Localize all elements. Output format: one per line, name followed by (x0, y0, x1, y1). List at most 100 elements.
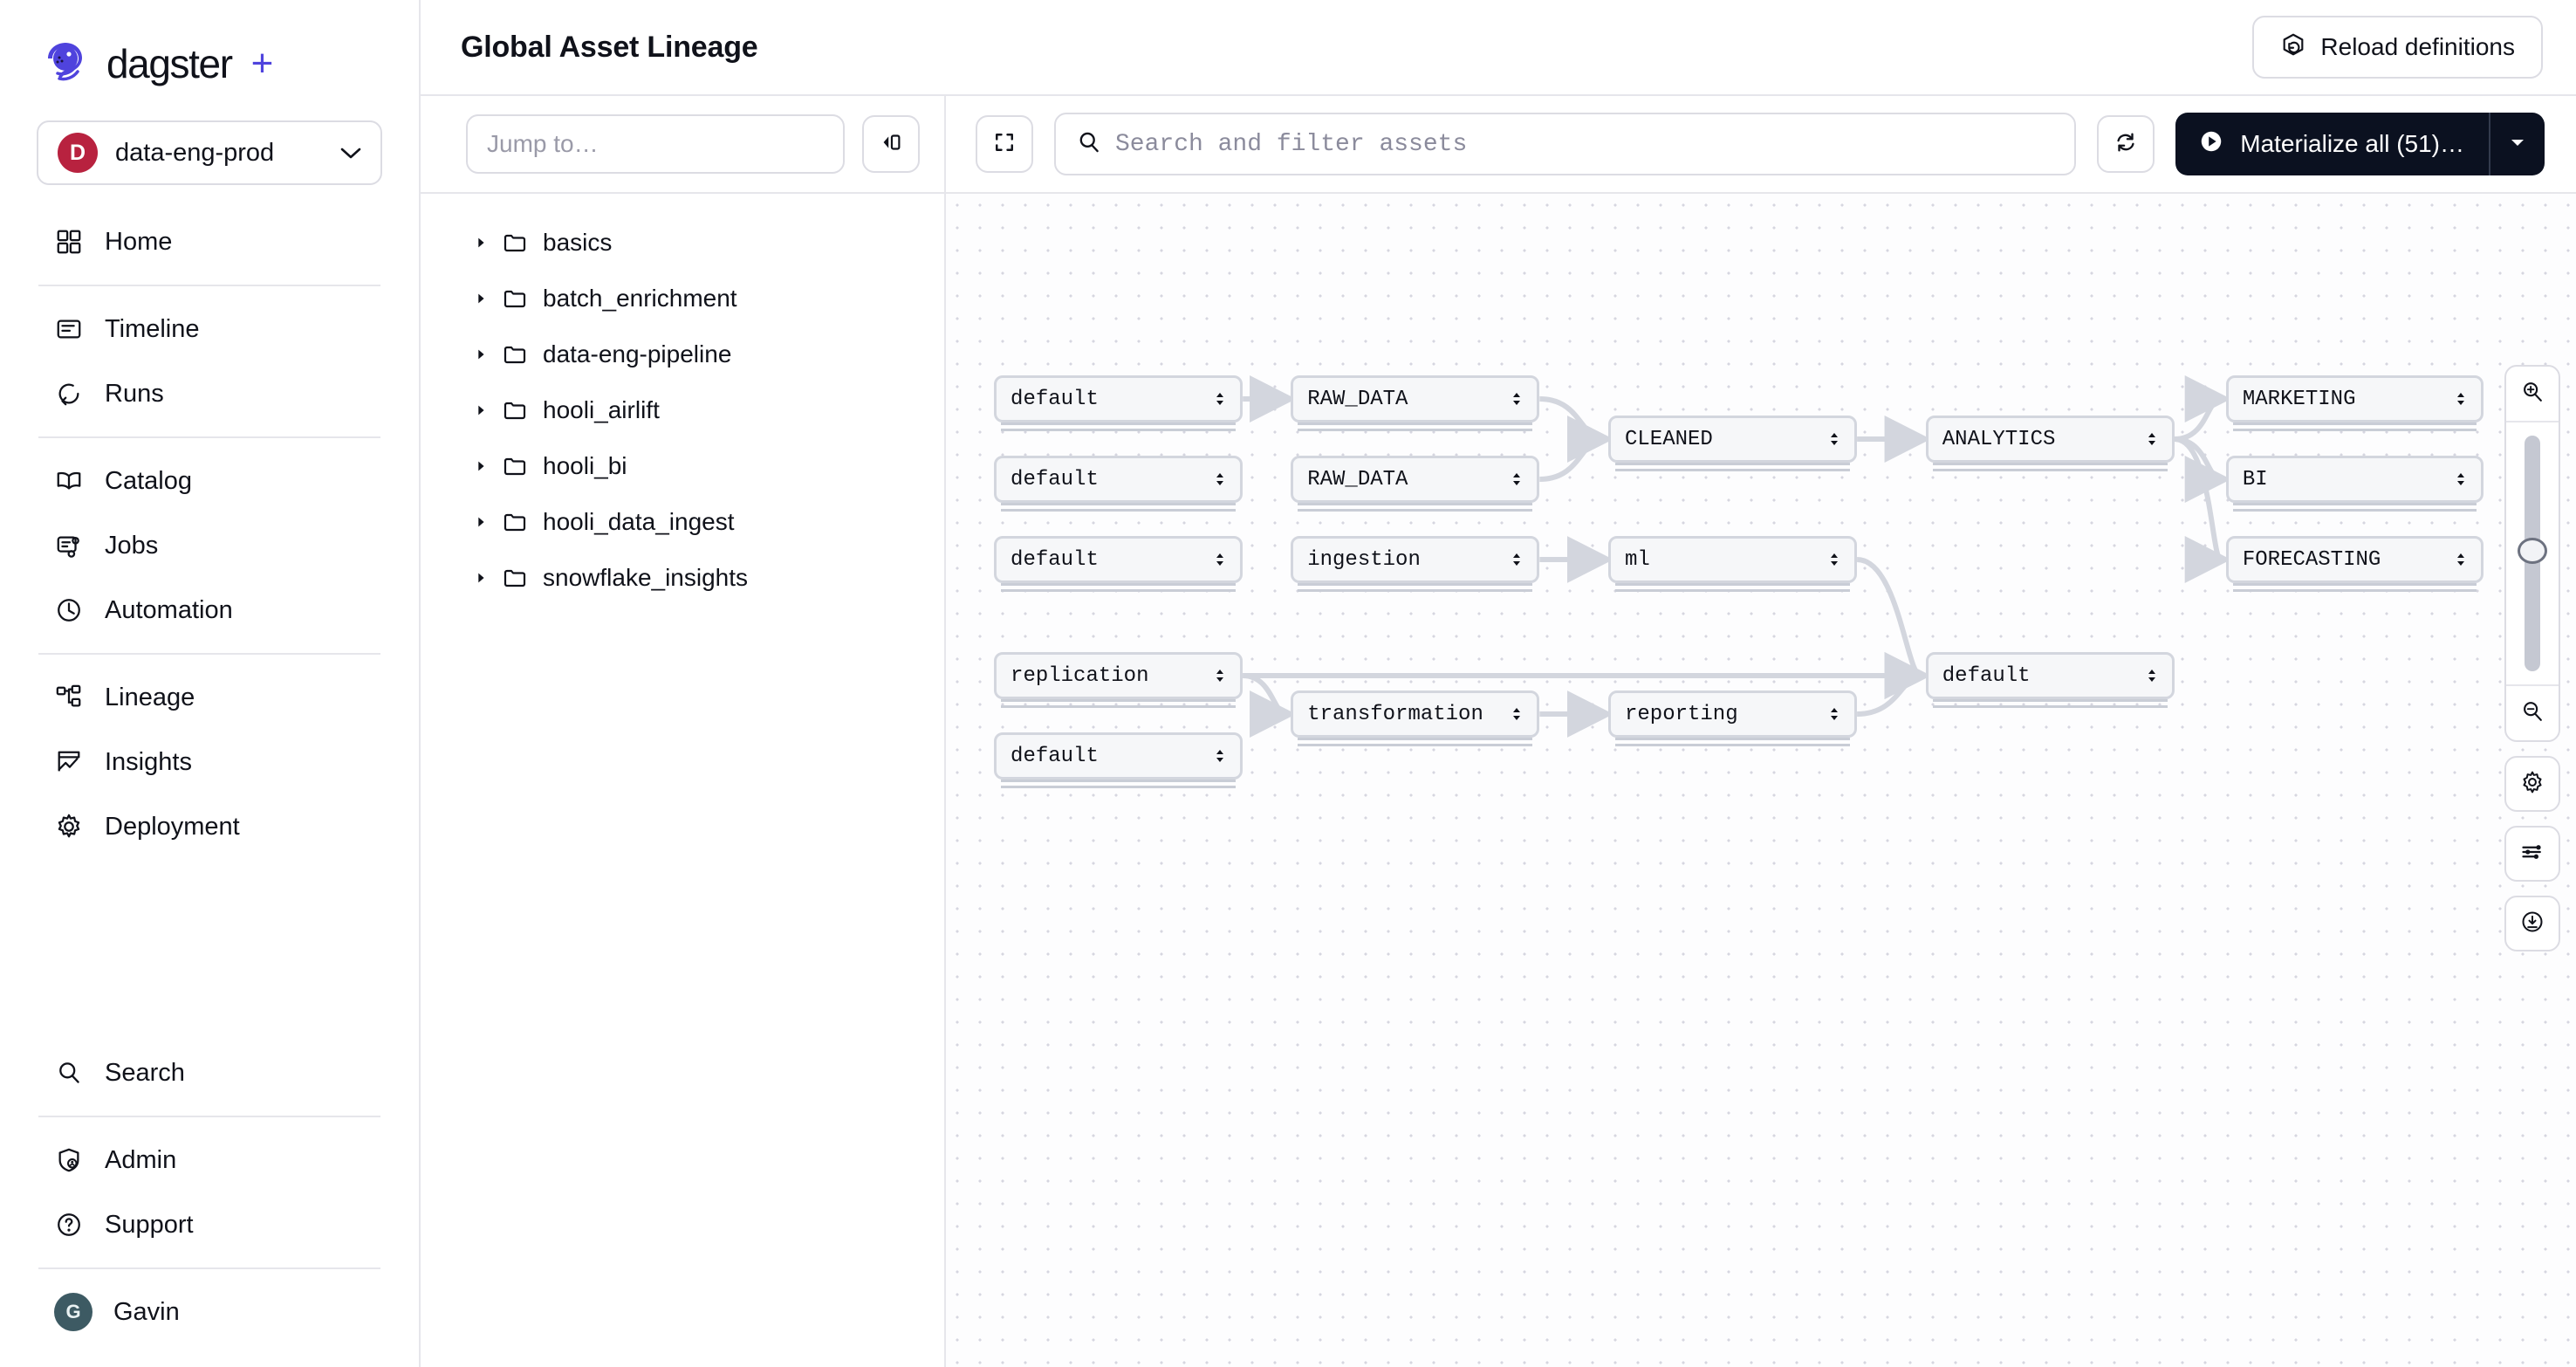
graph-node[interactable]: default (994, 456, 1243, 503)
graph-node[interactable]: reporting (1607, 690, 1858, 738)
graph-node-label: default (1942, 663, 2031, 688)
sidebar-item-lineage[interactable]: Lineage (0, 665, 419, 730)
sidebar-item-runs[interactable]: Runs (0, 361, 419, 426)
tree-item-label: hooli_data_ingest (543, 508, 735, 535)
sidebar-item-catalog[interactable]: Catalog (0, 449, 419, 513)
sidebar-item-insights[interactable]: Insights (0, 730, 419, 794)
graph-filters-button[interactable] (2504, 826, 2560, 882)
refresh-button[interactable] (2097, 115, 2155, 173)
clock-icon (54, 595, 84, 625)
graph-settings-button[interactable] (2504, 756, 2560, 812)
caret-right-icon[interactable] (473, 235, 503, 251)
graph-node[interactable]: BI (2225, 456, 2484, 503)
graph-node[interactable]: FORECASTING (2225, 536, 2484, 583)
tree-item-hooli-data-ingest[interactable]: hooli_data_ingest (421, 494, 944, 550)
updown-chevron-icon[interactable] (1509, 471, 1524, 488)
graph-node[interactable]: default (994, 732, 1243, 780)
caret-right-icon[interactable] (473, 291, 503, 306)
sidebar-item-automation[interactable]: Automation (0, 578, 419, 642)
graph-node-label: RAW_DATA (1307, 387, 1408, 411)
updown-chevron-icon[interactable] (1509, 390, 1524, 408)
page-title: Global Asset Lineage (461, 30, 758, 64)
updown-chevron-icon[interactable] (2144, 430, 2160, 448)
materialize-all-button[interactable]: Materialize all (51)… (2175, 113, 2545, 175)
search-icon (54, 1058, 84, 1088)
graph-node[interactable]: ingestion (1291, 536, 1540, 583)
caret-right-icon[interactable] (473, 458, 503, 474)
graph-node[interactable]: RAW_DATA (1291, 375, 1540, 422)
brand[interactable]: dagster + (0, 0, 419, 115)
catalog-icon (54, 466, 84, 496)
graph-node-label: RAW_DATA (1307, 467, 1408, 491)
sidebar-item-timeline[interactable]: Timeline (0, 297, 419, 361)
zoom-slider[interactable] (2506, 422, 2559, 684)
nav-divider (38, 285, 380, 286)
updown-chevron-icon[interactable] (1826, 551, 1842, 568)
graph-node[interactable]: MARKETING (2225, 375, 2484, 422)
sidebar-item-support[interactable]: Support (0, 1192, 419, 1257)
updown-chevron-icon[interactable] (2453, 471, 2469, 488)
graph-node[interactable]: CLEANED (1607, 416, 1858, 463)
graph-node-label: default (1011, 547, 1099, 572)
tree-item-snowflake-insights[interactable]: snowflake_insights (421, 550, 944, 606)
materialize-dropdown-button[interactable] (2490, 113, 2545, 175)
sidebar-item-admin[interactable]: Admin (0, 1128, 419, 1192)
tree-item-basics[interactable]: basics (421, 215, 944, 271)
zoom-slider-thumb[interactable] (2518, 538, 2547, 564)
graph-node[interactable]: replication (994, 652, 1243, 699)
caret-right-icon[interactable] (473, 347, 503, 362)
caret-right-icon[interactable] (473, 402, 503, 418)
sidebar-item-deployment[interactable]: Deployment (0, 794, 419, 859)
org-selector[interactable]: D data-eng-prod (37, 120, 382, 185)
updown-chevron-icon[interactable] (1509, 551, 1524, 568)
updown-chevron-icon[interactable] (1212, 390, 1228, 408)
collapse-panel-icon (878, 129, 904, 160)
org-name: data-eng-prod (115, 138, 275, 167)
updown-chevron-icon[interactable] (1212, 471, 1228, 488)
graph-download-button[interactable] (2504, 896, 2560, 951)
zoom-out-button[interactable] (2506, 686, 2559, 740)
updown-chevron-icon[interactable] (2453, 390, 2469, 408)
sidebar-item-home[interactable]: Home (0, 210, 419, 274)
graph-node[interactable]: ANALYTICS (1925, 416, 2175, 463)
tree-item-hooli-airlift[interactable]: hooli_airlift (421, 382, 944, 438)
materialize-all-main[interactable]: Materialize all (51)… (2175, 113, 2490, 175)
nav-divider (38, 436, 380, 438)
tree-item-batch-enrichment[interactable]: batch_enrichment (421, 271, 944, 326)
sidebar-item-search[interactable]: Search (0, 1041, 419, 1105)
updown-chevron-icon[interactable] (1212, 667, 1228, 684)
updown-chevron-icon[interactable] (1509, 705, 1524, 723)
sidebar-item-user[interactable]: G Gavin (0, 1280, 419, 1344)
tree-item-label: hooli_bi (543, 452, 627, 479)
updown-chevron-icon[interactable] (2453, 551, 2469, 568)
graph-node-label: default (1011, 387, 1099, 411)
search-input[interactable] (1115, 130, 2054, 158)
graph-node[interactable]: default (994, 536, 1243, 583)
lineage-icon (54, 683, 84, 712)
updown-chevron-icon[interactable] (1826, 705, 1842, 723)
reload-definitions-button[interactable]: Reload definitions (2252, 16, 2543, 79)
tree-item-hooli-bi[interactable]: hooli_bi (421, 438, 944, 494)
zoom-in-icon (2520, 380, 2545, 409)
sidebar-item-jobs[interactable]: Jobs (0, 513, 419, 578)
tree-item-data-eng-pipeline[interactable]: data-eng-pipeline (421, 326, 944, 382)
sidebar: dagster + D data-eng-prod Home (0, 0, 421, 1367)
updown-chevron-icon[interactable] (1826, 430, 1842, 448)
fullscreen-button[interactable] (976, 115, 1033, 173)
asset-search-field[interactable] (1054, 113, 2077, 175)
page-header: Global Asset Lineage Reload definitions (421, 0, 2576, 96)
caret-right-icon[interactable] (473, 514, 503, 530)
updown-chevron-icon[interactable] (1212, 551, 1228, 568)
caret-right-icon[interactable] (473, 570, 503, 586)
graph-node[interactable]: ml (1607, 536, 1858, 583)
zoom-in-button[interactable] (2506, 367, 2559, 421)
collapse-panel-button[interactable] (862, 115, 920, 173)
graph-node[interactable]: default (1925, 652, 2175, 699)
graph-node[interactable]: transformation (1291, 690, 1540, 738)
jump-to-input[interactable] (466, 114, 845, 174)
updown-chevron-icon[interactable] (1212, 747, 1228, 765)
graph-node[interactable]: RAW_DATA (1291, 456, 1540, 503)
graph-node[interactable]: default (994, 375, 1243, 422)
updown-chevron-icon[interactable] (2144, 667, 2160, 684)
